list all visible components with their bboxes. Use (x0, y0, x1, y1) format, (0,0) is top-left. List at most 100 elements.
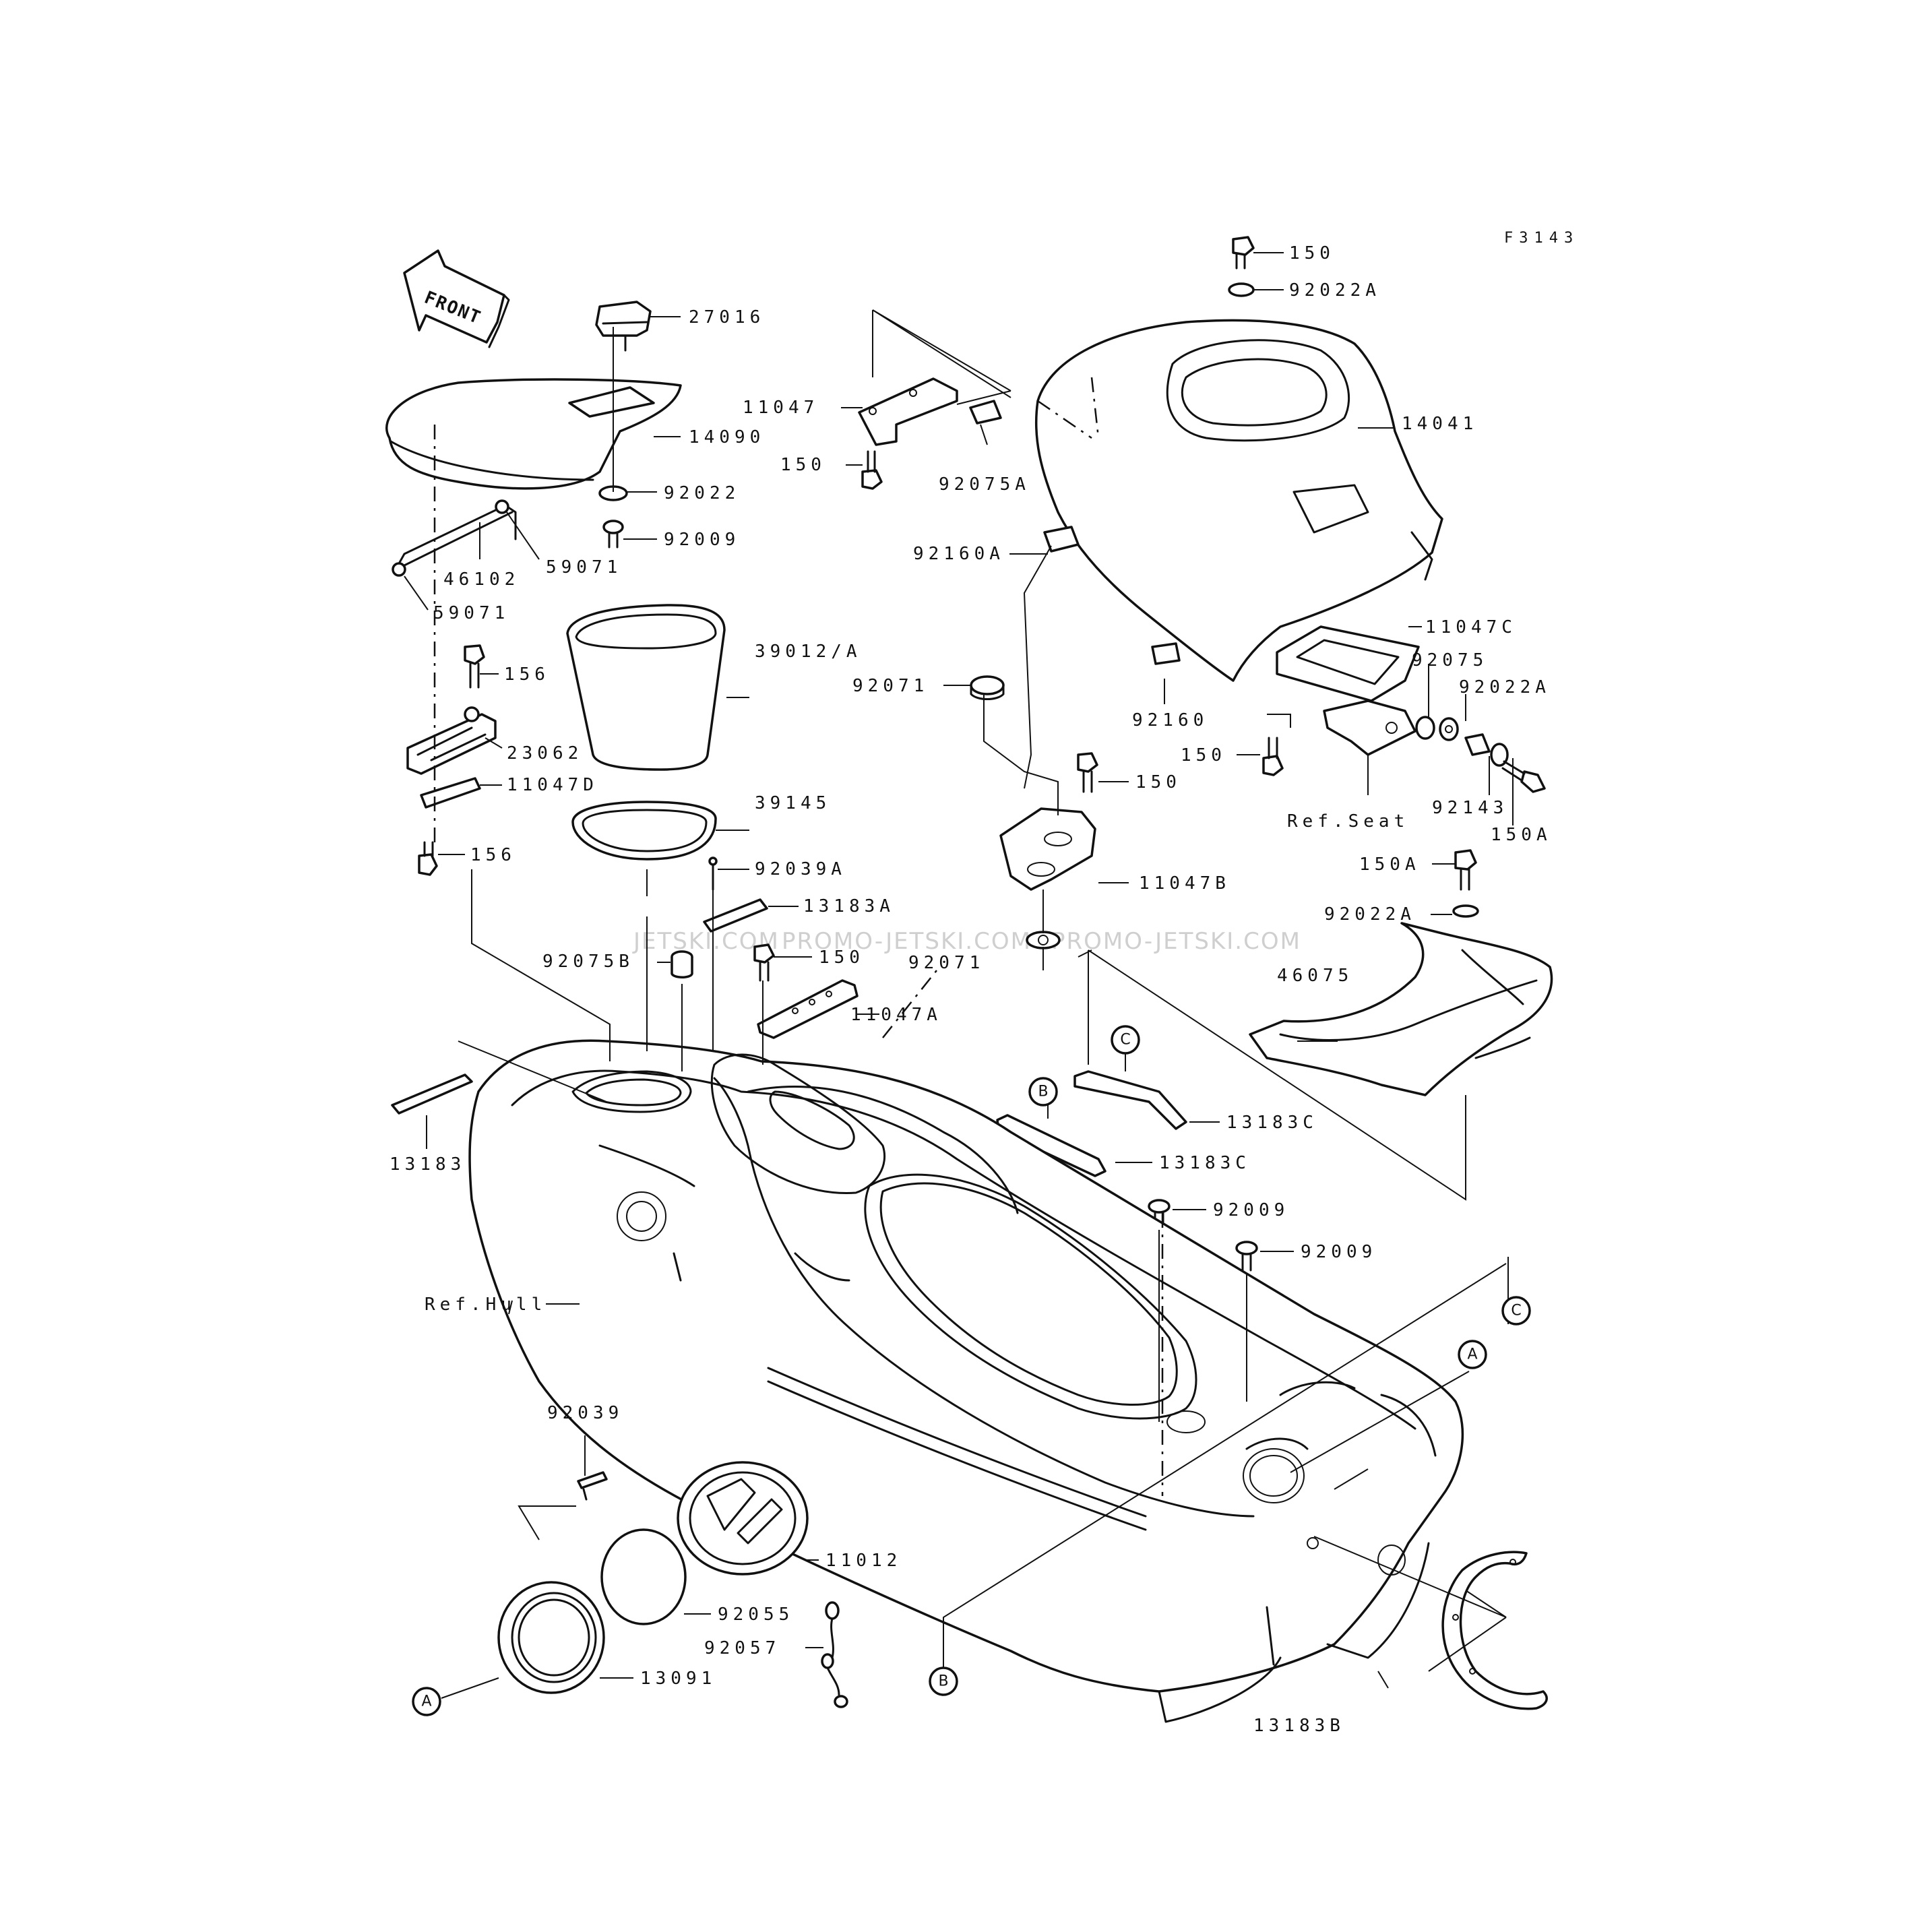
svg-text:C: C (1120, 1032, 1130, 1049)
bolt-150-mid-icon (1262, 737, 1284, 776)
label-11047: 11047 (743, 398, 819, 418)
callout-b-hull: B (929, 1666, 958, 1696)
bracket-11047 (858, 377, 958, 446)
label-92022: 92022 (664, 483, 740, 503)
bolt-150-top-icon (1232, 236, 1255, 270)
washer-92022a-top-icon (1228, 282, 1255, 297)
callout-c-hull: C (1501, 1296, 1531, 1326)
label-150-top: 150 (1289, 243, 1335, 263)
pin-92039-icon (577, 1471, 608, 1501)
washer-92075-icon (1415, 716, 1435, 740)
storage-bucket-39012 (566, 604, 726, 771)
washer-150a-icon (1490, 743, 1546, 793)
label-11047d: 11047D (507, 775, 598, 795)
bolt-150-bracket-icon (1077, 752, 1098, 793)
bracket-11047a (757, 979, 859, 1039)
label-46075: 46075 (1277, 966, 1353, 986)
svg-text:A: A (1467, 1346, 1477, 1363)
label-92160: 92160 (1132, 710, 1208, 730)
grab-handle-46075 (1249, 922, 1553, 1096)
label-150-mid: 150 (1181, 745, 1226, 766)
o-ring-92055 (600, 1528, 687, 1625)
label-92143: 92143 (1432, 798, 1508, 818)
label-92022a-mid: 92022A (1459, 677, 1551, 697)
retainer-ring-13183b (1441, 1551, 1548, 1710)
strap-13183a (703, 898, 768, 933)
svg-text:B: B (1038, 1084, 1048, 1100)
watermark-promo-2: PROMO-JETSKI.COM (1051, 928, 1301, 955)
label-150a-a: 150A (1491, 825, 1552, 845)
label-92022a-top: 92022A (1289, 280, 1381, 301)
callout-b-strap: B (1028, 1077, 1058, 1107)
svg-text:C: C (1511, 1303, 1521, 1319)
label-39145: 39145 (755, 793, 831, 813)
label-11047a: 11047A (850, 1005, 942, 1025)
label-92160a: 92160A (913, 544, 1005, 564)
watermark-promo-1: PROMO-JETSKI.COM (782, 928, 1032, 955)
label-59071-b: 59071 (433, 603, 509, 623)
bolt-92009-icon (602, 520, 624, 549)
label-150-hull: 150 (819, 947, 865, 968)
clip-59071-icon (392, 499, 509, 577)
label-13183c-a: 13183C (1226, 1113, 1318, 1133)
label-92039: 92039 (547, 1403, 623, 1423)
label-13183c-b: 13183C (1159, 1153, 1251, 1173)
label-92009-a: 92009 (1213, 1200, 1289, 1220)
label-14090: 14090 (689, 427, 765, 447)
hinge-23062 (406, 706, 497, 775)
front-seat-14090 (385, 378, 682, 490)
washer-92022a-low-icon (1452, 904, 1479, 918)
label-92071-b: 92071 (908, 953, 985, 973)
label-92057: 92057 (704, 1638, 780, 1658)
label-92022a-low: 92022A (1324, 904, 1416, 925)
rear-seat-14041 (1034, 319, 1443, 682)
cap-92075b (671, 950, 693, 978)
callout-a-hull: A (1458, 1340, 1487, 1369)
label-11047c: 11047C (1425, 617, 1517, 637)
grommet-92071-bottom-icon (1026, 931, 1061, 949)
bolt-156-bottom-icon (418, 841, 438, 876)
callout-a-diagram: A (412, 1687, 441, 1716)
label-13183: 13183 (389, 1154, 466, 1175)
label-46102: 46102 (443, 569, 520, 590)
label-14041: 14041 (1402, 414, 1478, 434)
label-13183a: 13183A (803, 896, 895, 916)
label-92055: 92055 (718, 1604, 794, 1625)
collar-92022a-mid-icon (1439, 717, 1459, 741)
strap-13183 (391, 1073, 473, 1115)
plate-11047d (420, 777, 481, 809)
label-92071-a: 92071 (852, 676, 929, 696)
label-27016: 27016 (689, 307, 765, 328)
label-13091: 13091 (640, 1669, 716, 1689)
label-ref-hull: Ref.Hull (425, 1295, 547, 1315)
label-ref-seat: Ref.Seat (1287, 811, 1409, 832)
label-156-b: 156 (470, 845, 516, 865)
label-156-a: 156 (504, 664, 550, 685)
figure-code: F3143 (1504, 230, 1579, 247)
gasket-39145 (571, 801, 717, 861)
label-92039a: 92039A (755, 859, 846, 879)
label-13183b: 13183B (1253, 1716, 1345, 1736)
grommet-92071-top-icon (970, 675, 1005, 700)
label-39012a: 39012/A (755, 642, 862, 662)
front-arrow-icon: FRONT (403, 249, 510, 348)
pad-92075a (969, 400, 1002, 425)
label-11047b: 11047B (1139, 873, 1230, 894)
tether-92057 (821, 1601, 848, 1708)
rod-46102 (396, 504, 517, 567)
callout-c-strap: C (1111, 1025, 1140, 1055)
pad-92160a (1043, 526, 1080, 553)
bolt-150-hull-icon (753, 943, 775, 982)
label-92075a: 92075A (939, 474, 1030, 495)
leader-lines (404, 252, 1514, 1699)
label-92075b: 92075B (542, 952, 634, 972)
bolt-150a-icon (1454, 849, 1477, 891)
bolt-156-top-icon (464, 644, 485, 689)
bracket-11047c (1276, 625, 1420, 702)
svg-text:B: B (938, 1673, 948, 1690)
bolt-92009-b-icon (1235, 1241, 1258, 1272)
part-labels: 27016 14090 92022 92009 46102 59071 5907… (389, 243, 1552, 1736)
hatch-cover-11012 (677, 1461, 809, 1576)
